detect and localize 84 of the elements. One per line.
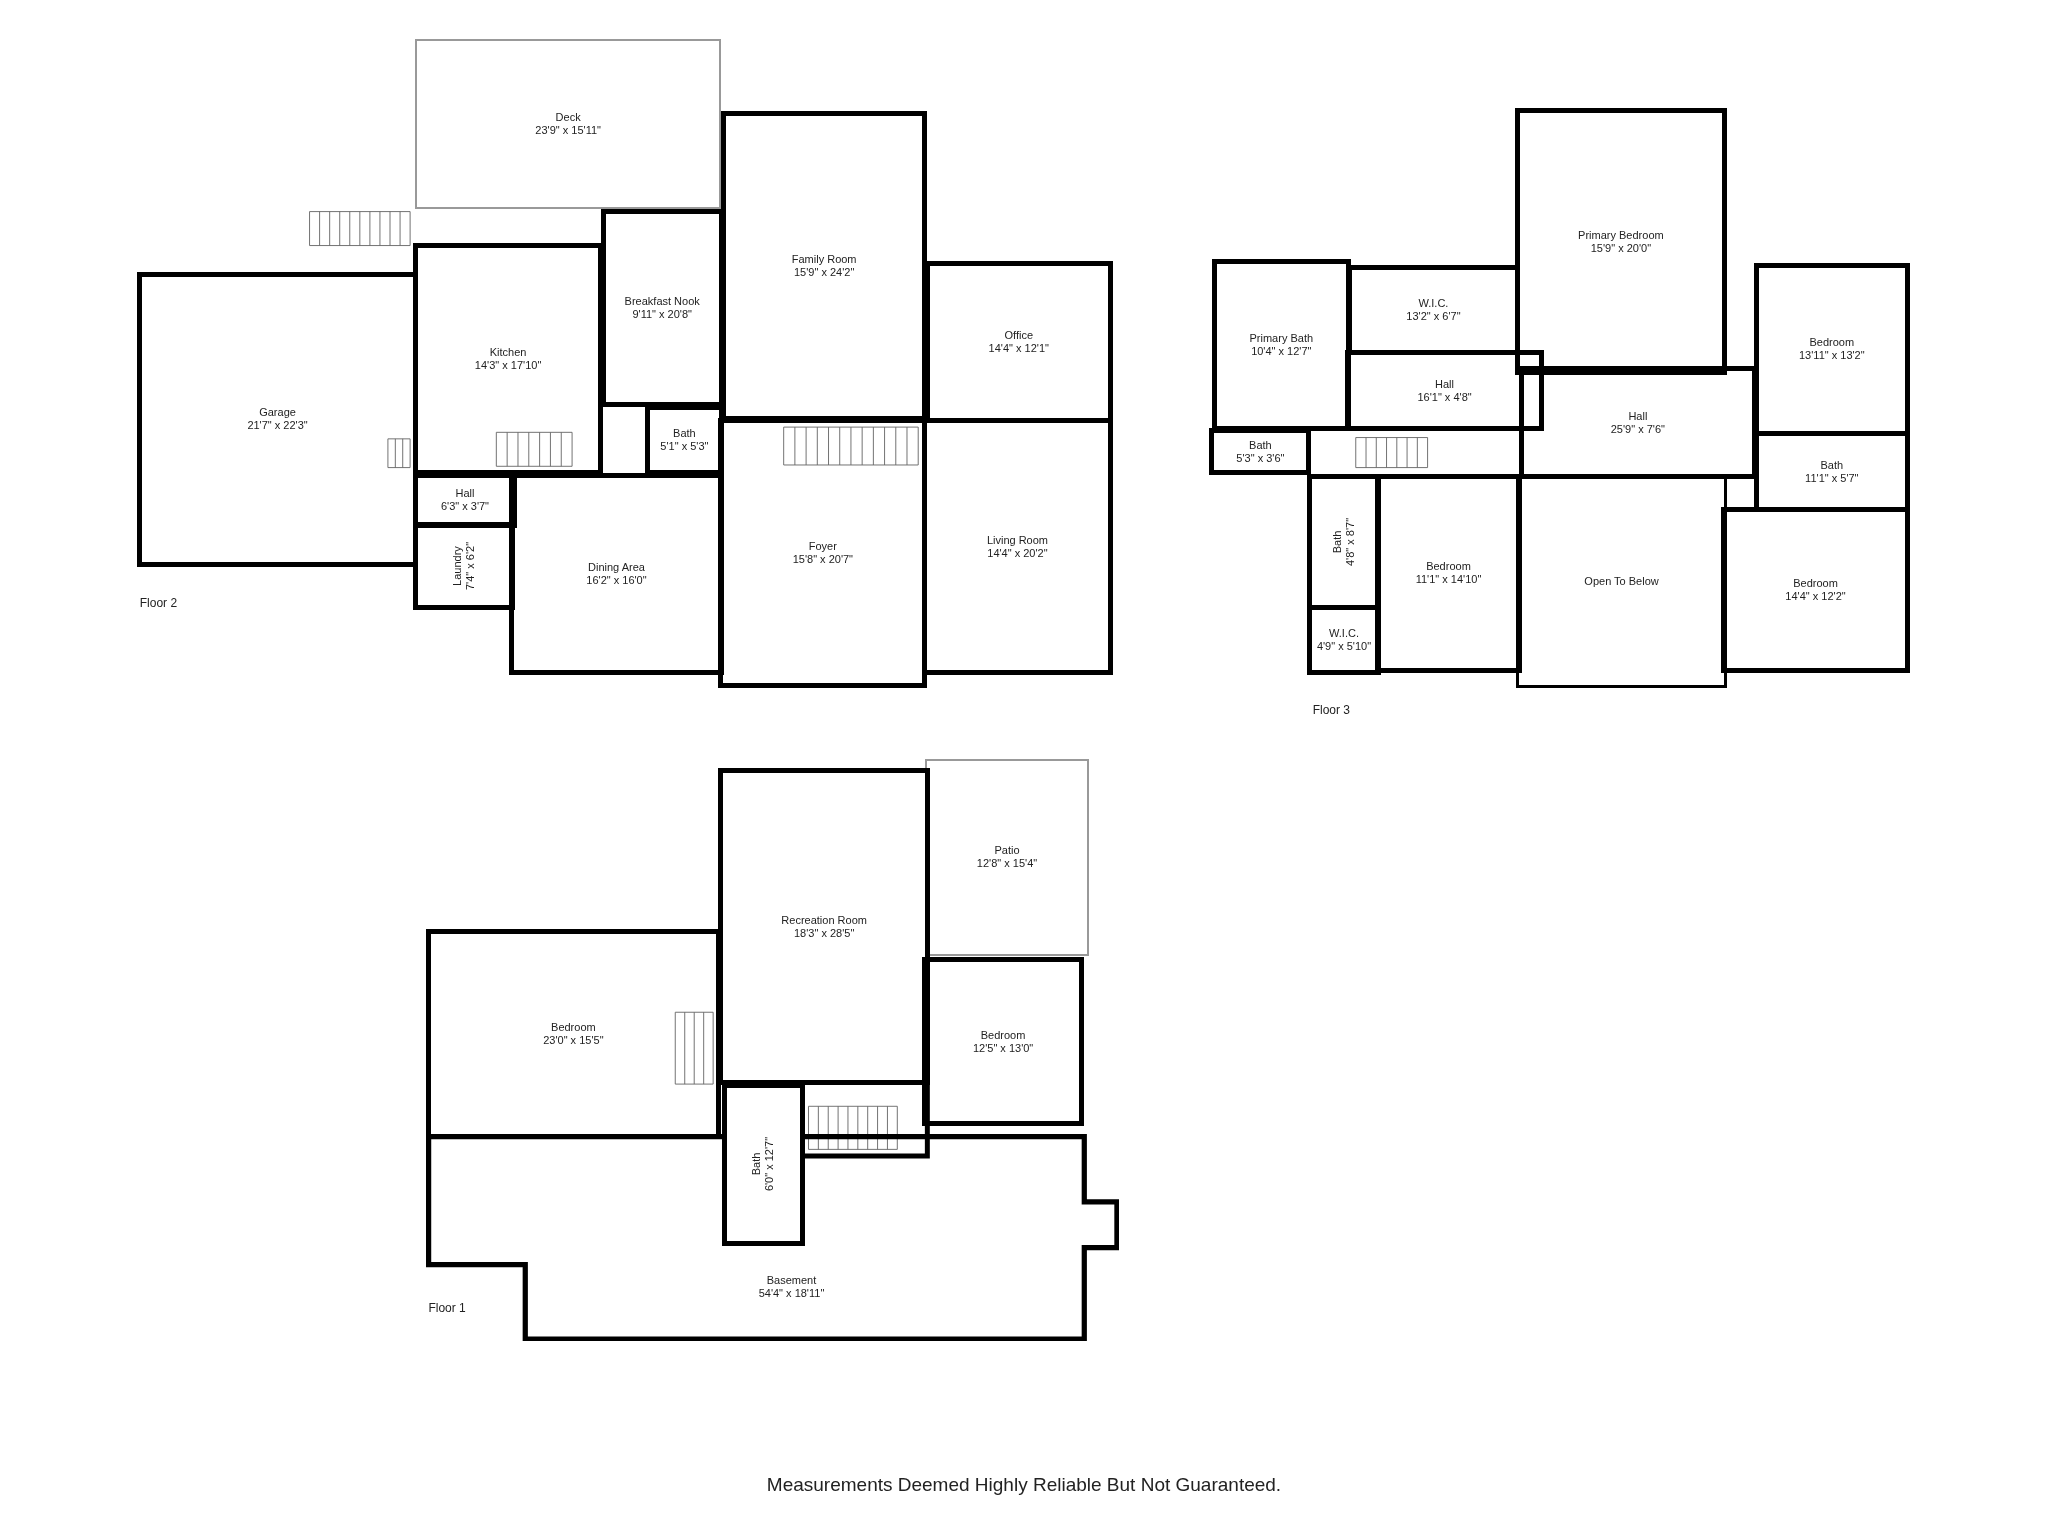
- room-name: Living Room: [986, 533, 1048, 547]
- room-dimensions: 14'4" x 12'1": [988, 342, 1049, 356]
- room-dimensions: 12'8" x 15'4": [976, 857, 1038, 871]
- room-area: [720, 111, 928, 421]
- room-dimensions: 18'3" x 28'5": [793, 926, 855, 940]
- room-area: [1721, 506, 1910, 673]
- room-area: [1209, 428, 1312, 476]
- room-dimensions: 13'11" x 13'2": [1799, 349, 1865, 363]
- room-name: Bedroom: [1426, 560, 1471, 574]
- room-dimensions: 25'9" x 7'6": [1610, 422, 1665, 436]
- room-area: [718, 417, 928, 689]
- room-name: Family Room: [791, 252, 857, 266]
- room-name: Open To Below: [1584, 574, 1659, 588]
- room-name: Bedroom: [1793, 576, 1838, 590]
- room-area: [1345, 350, 1544, 431]
- room-name: Hall: [1435, 377, 1454, 391]
- room-name: Bedroom: [980, 1028, 1026, 1042]
- room-area: [1375, 474, 1522, 673]
- room-name: W.I.C.: [1329, 627, 1359, 640]
- room-dimensions: 12'5" x 13'0": [972, 1041, 1034, 1055]
- room-name: Bedroom: [1809, 336, 1855, 350]
- room-dimensions: 6'3" x 3'7": [440, 500, 489, 514]
- room-dimensions: 23'9" x 15'11": [535, 124, 601, 138]
- room-name: Garage: [259, 406, 296, 420]
- room-name: Bath: [1249, 438, 1272, 452]
- room-dimensions: 11'1" x 5'7": [1805, 471, 1859, 485]
- room-dimensions: 14'4" x 20'2": [987, 546, 1048, 560]
- room-dimensions: 5'1" x 5'3": [660, 440, 709, 454]
- room-dimensions: 6'0" x 12'7": [763, 1137, 777, 1192]
- room-area: [509, 472, 724, 676]
- room-dimensions: 5'3" x 3'6": [1236, 451, 1285, 465]
- room-area: [412, 522, 515, 610]
- room-name: W.I.C.: [1418, 297, 1449, 311]
- room-name: Recreation Room: [781, 913, 867, 927]
- room-dimensions: 15'9" x 20'0": [1590, 241, 1652, 255]
- room-dimensions: 7'4" x 6'2": [463, 542, 477, 591]
- room-dimensions: 54'4" x 18'11": [758, 1286, 825, 1300]
- room-name: Laundry: [450, 546, 464, 587]
- room-dimensions: 4'8" x 8'7": [1344, 517, 1357, 567]
- floor-label: Floor 1: [428, 1300, 466, 1315]
- room-name: Hall: [1628, 409, 1648, 423]
- room-name: Breakfast Nook: [624, 295, 700, 309]
- room-name: Bath: [750, 1153, 764, 1176]
- outdoor-area: [415, 39, 721, 209]
- room-area: [1212, 258, 1351, 431]
- room-dimensions: 21'7" x 22'3": [247, 419, 308, 433]
- room-area: [1515, 108, 1727, 375]
- room-area: [645, 404, 724, 476]
- floor-label: Floor 2: [139, 595, 178, 610]
- room-dimensions: 23'0" x 15'5": [543, 1033, 604, 1047]
- room-dimensions: 9'11" x 20'8": [632, 308, 692, 322]
- room-name: Foyer: [808, 540, 837, 554]
- caption: Measurements Deemed Highly Reliable But Not Guaranteed.: [765, 1474, 1283, 1496]
- room-dimensions: 15'8" x 20'7": [792, 553, 853, 567]
- room-name: Kitchen: [489, 346, 527, 360]
- room-dimensions: 13'2" x 6'7": [1406, 310, 1461, 324]
- room-name: Bath: [673, 427, 696, 441]
- room-dimensions: 11'1" x 14'10": [1415, 573, 1482, 587]
- room-dimensions: 16'2" x 16'0": [586, 574, 647, 588]
- room-area: [722, 1082, 805, 1246]
- room-dimensions: 10'4" x 12'7": [1251, 344, 1312, 358]
- room-dimensions: 4'9" x 5'10": [1316, 640, 1372, 653]
- room-dimensions: 14'3" x 17'10": [474, 359, 542, 373]
- room-area: [922, 957, 1085, 1126]
- room-dimensions: 16'1" x 4'8": [1417, 390, 1472, 404]
- room-name: Office: [1004, 329, 1034, 343]
- room-name: Bath: [1820, 458, 1844, 472]
- room-dimensions: 14'4" x 12'2": [1785, 589, 1846, 603]
- room-area: [1519, 365, 1757, 480]
- outdoor-area: [924, 758, 1090, 957]
- room-name: Basement: [766, 1273, 817, 1287]
- room-name: Deck: [555, 111, 581, 125]
- room-name: Hall: [455, 487, 475, 501]
- room-area: [412, 242, 604, 476]
- room-name: Bath: [1331, 530, 1344, 554]
- room-area: [425, 1133, 1120, 1342]
- room-name: Primary Bedroom: [1578, 228, 1664, 242]
- room-dimensions: 15'9" x 24'2": [794, 265, 855, 279]
- room-name: Patio: [994, 844, 1020, 858]
- floor-label: Floor 3: [1312, 702, 1350, 717]
- room-name: Primary Bath: [1249, 331, 1314, 345]
- room-area: [600, 208, 724, 408]
- room-name: Bedroom: [551, 1020, 596, 1034]
- room-name: Dining Area: [588, 561, 645, 575]
